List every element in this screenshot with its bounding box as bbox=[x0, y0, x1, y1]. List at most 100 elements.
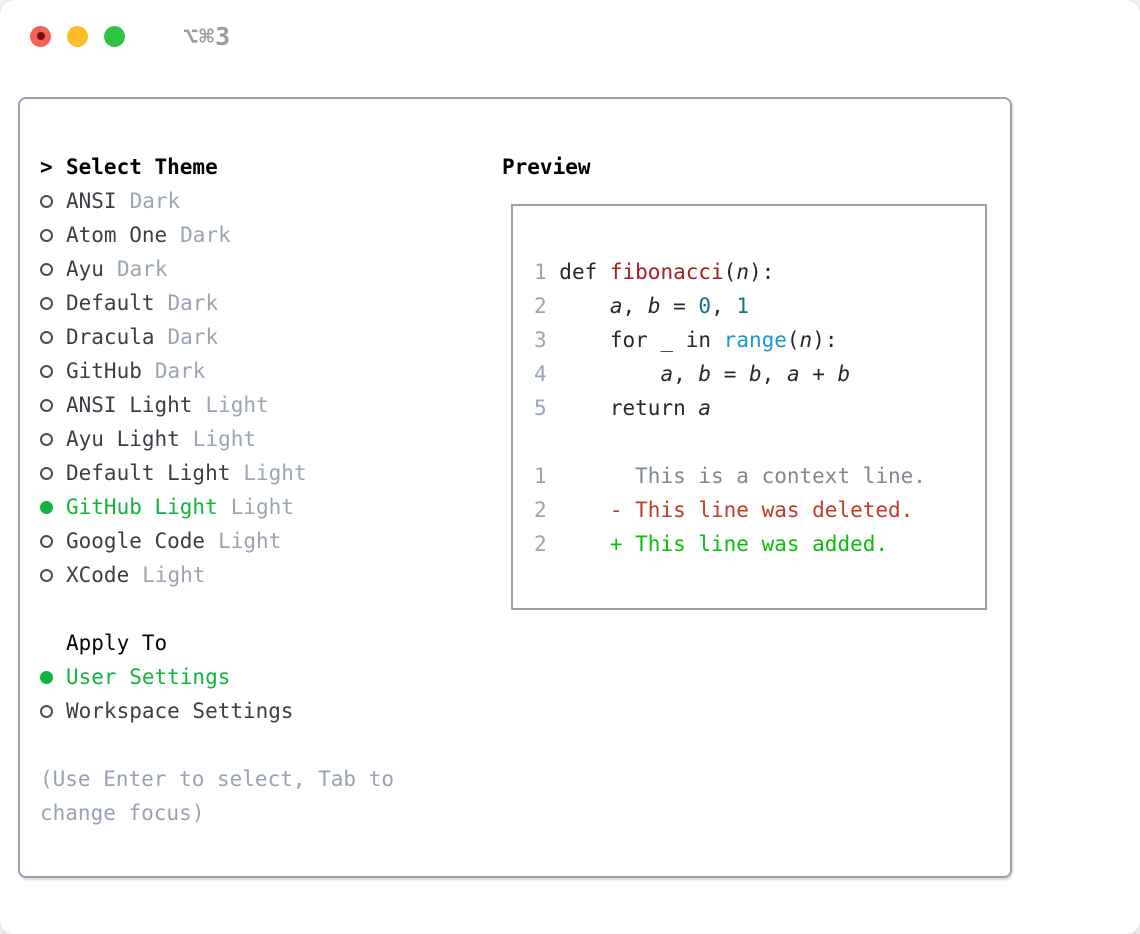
preview-code-line bbox=[534, 425, 926, 459]
code-token bbox=[559, 362, 660, 386]
code-token: - This line was deleted. bbox=[609, 498, 914, 522]
line-number bbox=[534, 425, 547, 459]
code-token: + This line was added. bbox=[609, 532, 889, 556]
cursor-marker: > bbox=[40, 155, 53, 179]
code-token: return bbox=[559, 396, 699, 420]
close-button[interactable] bbox=[30, 25, 51, 47]
radio-icon bbox=[40, 330, 53, 344]
radio-icon bbox=[40, 432, 53, 446]
theme-variant-tag: Dark bbox=[180, 223, 231, 247]
radio-icon bbox=[40, 194, 53, 208]
apply-option-workspace-settings[interactable]: Workspace Settings bbox=[40, 694, 394, 728]
code-token: a bbox=[660, 362, 674, 386]
code-content: def fibonacci(n): bbox=[559, 255, 774, 289]
radio-marker bbox=[40, 262, 66, 276]
code-token: , bbox=[711, 294, 737, 318]
code-token: a bbox=[609, 294, 623, 318]
theme-option-label: Ayu Light bbox=[66, 427, 180, 451]
hint-text-line2: change focus) bbox=[40, 801, 205, 825]
line-number: 4 bbox=[534, 362, 547, 386]
preview-title: Preview bbox=[502, 155, 591, 179]
code-token: = bbox=[711, 362, 749, 386]
radio-marker bbox=[40, 296, 66, 310]
preview-code-line: 1 This is a context line. bbox=[534, 459, 926, 493]
radio-selected-icon bbox=[40, 500, 53, 514]
radio-marker bbox=[40, 194, 66, 208]
radio-icon bbox=[40, 364, 53, 378]
apply-option-label: Workspace Settings bbox=[66, 699, 294, 723]
radio-marker bbox=[40, 500, 66, 514]
code-token: a bbox=[786, 362, 800, 386]
maximize-button[interactable] bbox=[104, 25, 125, 47]
code-token bbox=[559, 294, 610, 318]
spacer bbox=[40, 728, 394, 762]
preview-code-line: 2 + This line was added. bbox=[534, 527, 926, 561]
line-number: 2 bbox=[534, 294, 547, 318]
title-bar: ⌥⌘3 bbox=[0, 0, 1140, 72]
code-content: + This line was added. bbox=[559, 527, 888, 561]
close-dot-icon bbox=[36, 32, 45, 40]
theme-option-label: Default bbox=[66, 291, 155, 315]
theme-option-default-light[interactable]: Default Light Light bbox=[40, 456, 394, 490]
radio-marker bbox=[40, 466, 66, 480]
line-number: 5 bbox=[534, 396, 547, 420]
theme-option-default[interactable]: Default Dark bbox=[40, 286, 394, 320]
line-number: 1 bbox=[534, 464, 547, 488]
theme-option-ayu-light[interactable]: Ayu Light Light bbox=[40, 422, 394, 456]
radio-marker bbox=[40, 534, 66, 548]
code-content: - This line was deleted. bbox=[559, 493, 913, 527]
apply-option-user-settings[interactable]: User Settings bbox=[40, 660, 394, 694]
code-token: ): bbox=[748, 260, 775, 284]
preview-code-line: 3 for _ in range(n): bbox=[534, 323, 926, 357]
preview-code-line: 2 - This line was deleted. bbox=[534, 493, 926, 527]
theme-option-label: Default Light bbox=[66, 461, 231, 485]
select-theme-header: > Select Theme bbox=[40, 150, 394, 184]
theme-variant-tag: Dark bbox=[167, 291, 219, 315]
code-token: a bbox=[698, 396, 712, 420]
radio-marker bbox=[40, 330, 66, 344]
code-token: ( bbox=[723, 260, 737, 284]
theme-variant-tag: Light bbox=[192, 427, 257, 451]
code-token: b bbox=[647, 294, 661, 318]
code-token: = bbox=[660, 294, 699, 318]
code-content: This is a context line. bbox=[559, 459, 926, 493]
code-token: , bbox=[761, 362, 787, 386]
radio-marker bbox=[40, 228, 66, 242]
code-token: b bbox=[698, 362, 712, 386]
theme-variant-tag: Dark bbox=[116, 257, 168, 281]
line-number: 2 bbox=[534, 498, 547, 522]
radio-icon bbox=[40, 534, 53, 548]
radio-marker bbox=[40, 670, 66, 684]
theme-option-label: ANSI Light bbox=[66, 393, 193, 417]
preview-code-line: 5 return a bbox=[534, 391, 926, 425]
spacer bbox=[40, 592, 394, 626]
theme-variant-tag: Light bbox=[243, 461, 307, 485]
theme-option-label: GitHub bbox=[66, 359, 142, 383]
apply-to-header: Apply To bbox=[40, 626, 394, 660]
code-token: b bbox=[749, 362, 762, 386]
theme-variant-tag: Light bbox=[218, 529, 282, 553]
minimize-button[interactable] bbox=[67, 25, 88, 47]
radio-icon bbox=[40, 704, 53, 718]
radio-icon bbox=[40, 568, 53, 582]
code-token: fibonacci bbox=[609, 260, 724, 284]
window-title: ⌥⌘3 bbox=[183, 21, 232, 51]
code-token: for _ in bbox=[559, 328, 724, 352]
radio-icon bbox=[40, 262, 53, 276]
